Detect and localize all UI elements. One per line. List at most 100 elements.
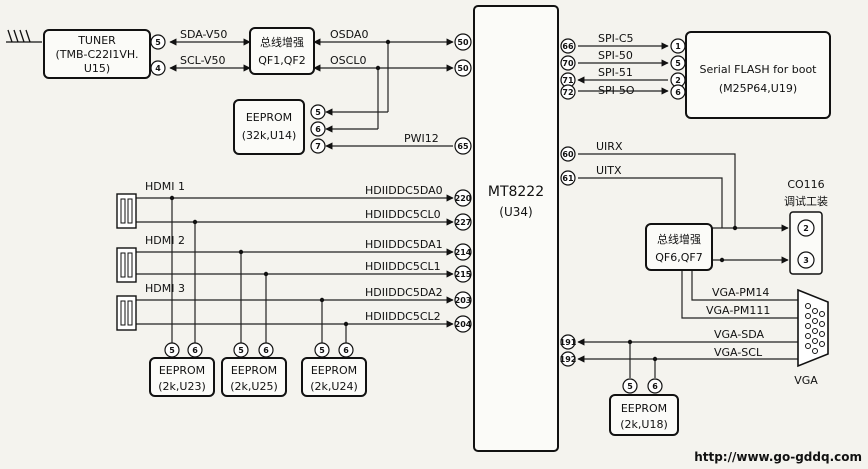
co116-title: CO116 [787, 178, 824, 191]
vga-connector-icon [797, 288, 829, 368]
eeprom-u14-pin: 5 [315, 108, 321, 117]
signal-osda0: OSDA0 [330, 28, 368, 41]
bus-mid-title: 总线增强 [657, 232, 701, 246]
chip-pin: 203 [455, 296, 472, 305]
signal-sda-v50: SDA-V50 [180, 28, 227, 41]
junctions [169, 39, 738, 362]
chip-pin: 71 [562, 76, 574, 85]
bus-booster-qf6-qf7: 总线增强 QF6,QF7 [645, 223, 713, 271]
eeprom-u14-pin: 6 [315, 125, 321, 134]
hdmi-connector-icon [116, 193, 137, 229]
signal-spi: SPI-50 [598, 49, 633, 62]
eeprom-u18-title: EEPROM [621, 402, 667, 415]
signal-vga-scl: VGA-SCL [714, 346, 763, 359]
chip-pin: 70 [562, 59, 574, 68]
eeprom-pin: 5 [319, 346, 325, 355]
chip-pin: 215 [455, 270, 472, 279]
hdmi-signal-label: HDIIDDC5CL1 [365, 260, 441, 273]
signal-pwi12: PWI12 [404, 132, 439, 145]
eeprom-u18-pin: 6 [652, 382, 658, 391]
eeprom-ref: (2k,U23) [158, 380, 206, 393]
eeprom-u23: 5 6 EEPROM (2k,U23) [149, 342, 215, 397]
signal-uirx: UIRX [596, 140, 623, 153]
chip-pin: 61 [562, 174, 574, 183]
signal-spi: SPI-51 [598, 66, 633, 79]
signal-spi: SPI-C5 [598, 32, 634, 45]
wires [136, 38, 798, 378]
hdmi-signal-label: HDIIDDC5CL2 [365, 310, 441, 323]
vga-label: VGA [794, 374, 818, 387]
flash-ref: (M25P64,U19) [719, 82, 797, 95]
eeprom-pin: 6 [263, 346, 269, 355]
chip-right-pins: 66 70 71 72 60 61 191 192 [560, 38, 577, 367]
signal-vga-pm14: VGA-PM14 [712, 286, 769, 299]
co116-debug-fixture: CO116 调试工装 2 3 [784, 178, 828, 275]
chip-mt8222: MT8222 (U34) [473, 5, 559, 452]
chip-pin: 192 [560, 355, 577, 364]
hdmi-connector-icon [116, 247, 137, 283]
signal-scl-v50: SCL-V50 [180, 54, 225, 67]
chip-pin: 50 [457, 64, 469, 73]
eeprom-u14-pin: 7 [315, 142, 321, 151]
eeprom-u18: 5 6 EEPROM (2k,U18) [609, 378, 679, 436]
tuner-pin-sda: 5 [155, 38, 161, 47]
signal-spi: SPI-5O [598, 84, 635, 97]
signal-vga-sda: VGA-SDA [714, 328, 765, 341]
chip-pin: 60 [562, 150, 574, 159]
flash-title: Serial FLASH for boot [700, 63, 818, 76]
eeprom-pin: 6 [192, 346, 198, 355]
chip-pin: 65 [457, 142, 469, 151]
chip-pin: 50 [457, 38, 469, 47]
bus-mid-ref: QF6,QF7 [655, 251, 702, 264]
eeprom-title: EEPROM [311, 364, 357, 377]
co116-pin: 2 [803, 224, 809, 233]
tuner-pin-scl: 4 [155, 64, 161, 73]
eeprom-pin: 5 [238, 346, 244, 355]
signal-uitx: UITX [596, 164, 622, 177]
hdmi-signal-label: HDIIDDC5DA0 [365, 184, 443, 197]
eeprom-u18-pin: 5 [627, 382, 633, 391]
watermark-url: http://www.go-gddq.com [694, 450, 862, 464]
serial-flash: Serial FLASH for boot (M25P64,U19) 1 5 2… [670, 31, 831, 119]
hdmi-port-label: HDMI 1 [145, 180, 185, 193]
flash-pin: 6 [675, 88, 681, 97]
eeprom-u14-ref: (32k,U14) [242, 129, 297, 142]
eeprom-u14: EEPROM (32k,U14) 5 6 7 [233, 99, 326, 155]
tuner-ref: U15) [84, 62, 110, 75]
chip-pin: 72 [562, 88, 573, 97]
tuner-title: TUNER [77, 34, 116, 47]
eeprom-pin: 5 [169, 346, 175, 355]
tuner-block: TUNER (TMB-C22I1VH. U15) 5 4 [43, 29, 166, 79]
eeprom-u24: 5 6 EEPROM (2k,U24) [301, 342, 367, 397]
hdmi-connector-icon [116, 295, 137, 331]
eeprom-ref: (2k,U25) [230, 380, 278, 393]
co116-pin: 3 [803, 256, 809, 265]
bus-top-ref: QF1,QF2 [258, 54, 305, 67]
eeprom-u14-title: EEPROM [246, 111, 292, 124]
flash-pin: 5 [675, 59, 681, 68]
hdmi-port-label: HDMI 3 [145, 282, 185, 295]
hdmi-signal-label: HDIIDDC5CL0 [365, 208, 441, 221]
eeprom-u18-ref: (2k,U18) [620, 418, 668, 431]
hdmi-connectors [116, 193, 137, 331]
signal-oscl0: OSCL0 [330, 54, 366, 67]
flash-pin: 2 [675, 76, 681, 85]
chip-pin: 204 [455, 320, 472, 329]
signal-vga-pm111: VGA-PM111 [706, 304, 770, 317]
co116-subtitle: 调试工装 [784, 195, 828, 208]
eeprom-pin: 6 [343, 346, 349, 355]
hdmi-signal-label: HDIIDDC5DA2 [365, 286, 443, 299]
hdmi-port-label: HDMI 2 [145, 234, 185, 247]
antenna-icon [6, 29, 42, 43]
chip-pin: 227 [455, 218, 472, 227]
eeprom-u25: 5 6 EEPROM (2k,U25) [221, 342, 287, 397]
eeprom-title: EEPROM [231, 364, 277, 377]
chip-name: MT8222 [488, 184, 544, 200]
chip-pin: 66 [562, 42, 574, 51]
bus-booster-qf1-qf2: 总线增强 QF1,QF2 [249, 27, 315, 75]
eeprom-title: EEPROM [159, 364, 205, 377]
eeprom-ref: (2k,U24) [310, 380, 358, 393]
chip-pin: 191 [560, 338, 577, 347]
chip-left-pins: 50 50 65 220 227 214 215 203 204 [454, 33, 472, 333]
